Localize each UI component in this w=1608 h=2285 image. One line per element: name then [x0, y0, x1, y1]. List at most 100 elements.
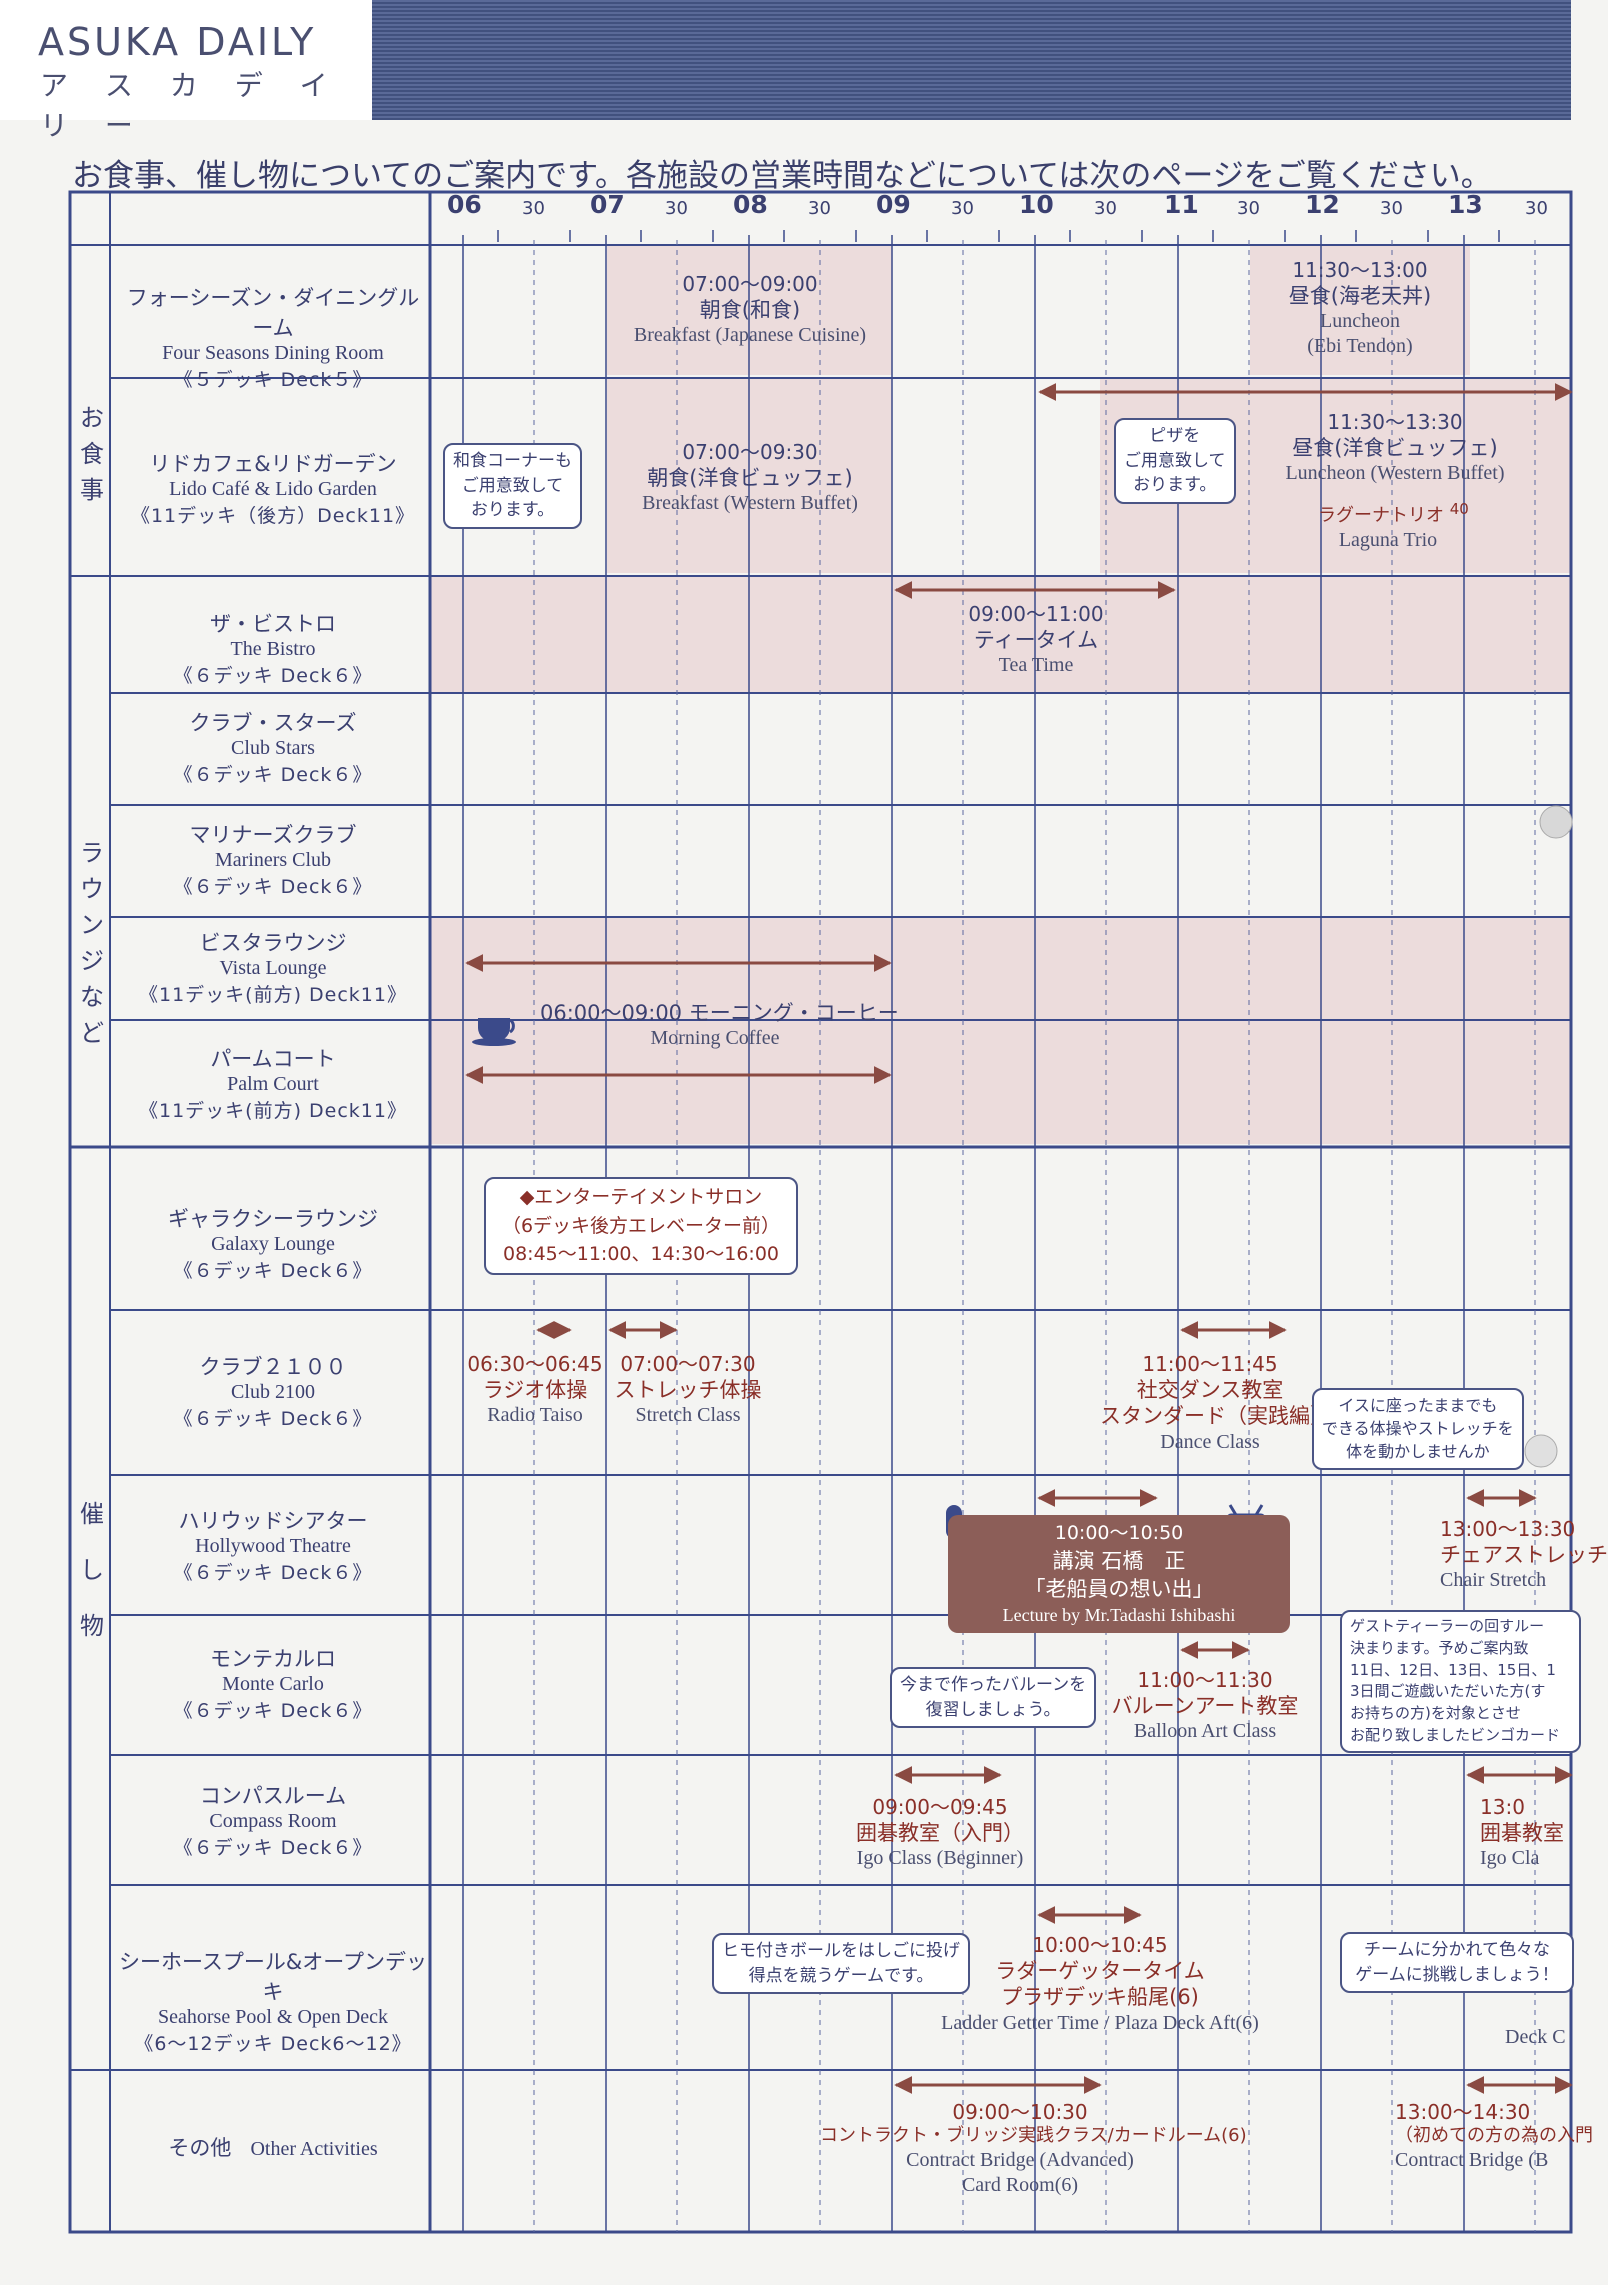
event-time: 11:30〜13:00 — [1292, 258, 1428, 282]
venue-jp: コンパスルーム — [199, 1784, 347, 1808]
event-en: Igo Class (Beginner) — [856, 1847, 1024, 1870]
event-fs-lunch: 11:30〜13:00 昼食(海老天丼) Luncheon (Ebi Tendo… — [1250, 258, 1470, 359]
event-subtitle: スタンダード（実践編） — [1100, 1404, 1331, 1429]
venue-en: Four Seasons Dining Room — [162, 342, 384, 364]
event-laguna-trio: ラグーナトリオ 40 Laguna Trio — [1318, 500, 1469, 553]
half-label: 30 — [1525, 198, 1548, 219]
event-en: Balloon Art Class — [1133, 1720, 1277, 1743]
venue-deck: 《６デッキ Deck６》 — [173, 876, 373, 898]
venue-en: Club 2100 — [231, 1381, 315, 1403]
venue-deck: 《６デッキ Deck６》 — [173, 1837, 373, 1859]
venue-galaxy-lounge: ギャラクシーラウンジ Galaxy Lounge 《６デッキ Deck６》 — [118, 1203, 428, 1283]
venue-deck: 《６デッキ Deck６》 — [173, 1700, 373, 1722]
event-en: Contract Bridge (Advanced) — [906, 2148, 1134, 2171]
event-title: ラダーゲッタータイム — [995, 1959, 1205, 1983]
half-label: 30 — [1094, 198, 1117, 219]
event-en: Radio Taiso — [487, 1404, 583, 1427]
venue-jp: リドカフェ&リドガーデン — [149, 452, 397, 476]
venue-en: Lido Café & Lido Garden — [169, 478, 377, 500]
event-deck-cut: Deck C — [1505, 2025, 1571, 2050]
hour-label-13: 13 — [1448, 190, 1483, 219]
venue-jp: ビスタラウンジ — [199, 931, 347, 955]
hour-label-10: 10 — [1019, 190, 1054, 219]
venue-en: Vista Lounge — [219, 957, 327, 979]
venue-deck: 《６デッキ Deck６》 — [173, 1562, 373, 1584]
salon-title: ◆エンターテイメントサロン — [519, 1186, 763, 1208]
event-contract-bridge: 09:00〜10:30 コントラクト・ブリッジ実践クラス/カードルーム(6) C… — [820, 2100, 1247, 2198]
venue-four-seasons: フォーシーズン・ダイニングルーム Four Seasons Dining Roo… — [118, 282, 428, 392]
event-title: ラグーナトリオ 40 — [1318, 500, 1469, 528]
half-label: 30 — [1380, 198, 1403, 219]
brand-kana: ア ス カ デ イ リ ー — [40, 69, 342, 142]
event-title: 昼食(洋食ビュッフェ) — [1292, 436, 1498, 460]
event-en: Stretch Class — [635, 1404, 741, 1427]
lecture-title: 講演 石橋 正 — [1052, 1548, 1186, 1573]
event-en: Igo Cla — [1480, 1847, 1540, 1870]
callout-team-games: チームに分かれて色々な ゲームに挑戦しましょう！ — [1340, 1932, 1574, 1994]
event-time: 07:00〜09:30 — [682, 440, 818, 464]
event-lido-lunch: 11:30〜13:30 昼食(洋食ビュッフェ) Luncheon (Wester… — [1250, 410, 1540, 486]
venue-jp: フォーシーズン・ダイニングルーム — [126, 286, 420, 340]
coffee-cup-icon — [472, 1018, 516, 1046]
event-time: 11:00〜11:45 — [1142, 1352, 1278, 1376]
event-time: 09:00〜09:45 — [872, 1795, 1008, 1819]
event-title: 社交ダンス教室 — [1136, 1378, 1284, 1402]
event-time: 09:00〜10:30 — [952, 2100, 1088, 2124]
dining-shading — [430, 245, 1571, 1144]
venue-monte-carlo: モンテカルロ Monte Carlo 《６デッキ Deck６》 — [118, 1643, 428, 1723]
event-en: Deck C — [1505, 2026, 1566, 2048]
venue-jp: シーホースプール&オープンデッキ — [118, 1950, 428, 2004]
venue-deck: 《11デッキ(前方) Deck11》 — [139, 984, 407, 1006]
event-en: Dance Class — [1160, 1430, 1260, 1453]
event-bistro-tea: 09:00〜11:00 ティータイム Tea Time — [900, 602, 1172, 678]
venue-hollywood-theatre: ハリウッドシアター Hollywood Theatre 《６デッキ Deck６》 — [118, 1505, 428, 1585]
venue-en: Galaxy Lounge — [211, 1233, 335, 1255]
hour-label-11: 11 — [1164, 190, 1199, 219]
hour-label-07: 07 — [590, 190, 625, 219]
half-label: 30 — [808, 198, 831, 219]
lecture-banner: 10:00〜10:50 講演 石橋 正 「老船員の想い出」 Lecture by… — [948, 1515, 1290, 1633]
event-en: Laguna Trio — [1338, 528, 1438, 551]
venue-deck: 《6〜12デッキ Deck6〜12》 — [134, 2033, 412, 2055]
section-dining: お 食 事 — [80, 404, 104, 504]
event-en: (Ebi Tendon) — [1307, 335, 1413, 358]
lecture-time: 10:00〜10:50 — [1054, 1522, 1184, 1544]
event-time: 07:00〜07:30 — [620, 1352, 756, 1376]
event-chair-stretch: 13:00〜13:30 チェアストレッチ Chair Stretch — [1440, 1517, 1608, 1593]
intro-text: お食事、催し物についてのご案内です。各施設の営業時間などについては次のページをご… — [72, 158, 1492, 194]
hour-label-12: 12 — [1305, 190, 1340, 219]
trio-num: 40 — [1449, 500, 1469, 518]
venue-jp: ハリウッドシアター — [178, 1509, 368, 1533]
venue-en: Seahorse Pool & Open Deck — [158, 2006, 388, 2028]
lecture-en: Lecture by Mr.Tadashi Ishibashi — [1002, 1605, 1236, 1626]
event-title: 06:00〜09:00 モーニング・コーヒー — [540, 1001, 899, 1025]
hour-label-09: 09 — [876, 190, 911, 219]
event-dance: 11:00〜11:45 社交ダンス教室 スタンダード（実践編） Dance Cl… — [1100, 1352, 1331, 1455]
event-title: 朝食(洋食ビュッフェ) — [647, 466, 853, 490]
venue-lido: リドカフェ&リドガーデン Lido Café & Lido Garden 《11… — [118, 448, 428, 528]
event-lido-breakfast: 07:00〜09:30 朝食(洋食ビュッフェ) Breakfast (Weste… — [612, 440, 888, 516]
venue-en: Mariners Club — [214, 849, 332, 871]
event-time: 13:0 — [1480, 1795, 1525, 1819]
event-title: ストレッチ体操 — [614, 1378, 762, 1402]
event-contract-bridge-beginner: 13:00〜14:30 （初めての方の為の入門 Contract Bridge … — [1395, 2100, 1593, 2173]
event-morning-coffee: 06:00〜09:00 モーニング・コーヒー Morning Coffee — [540, 1000, 899, 1051]
venue-palm-court: パームコート Palm Court 《11デッキ(前方) Deck11》 — [118, 1043, 428, 1123]
half-label: 30 — [951, 198, 974, 219]
venue-other: その他 Other Activities — [118, 2132, 428, 2162]
event-en: Contract Bridge (B — [1395, 2148, 1549, 2171]
hour-label-08: 08 — [733, 190, 768, 219]
event-time: 13:00〜14:30 — [1395, 2100, 1531, 2124]
brand-box: ASUKA DAILY ア ス カ デ イ リ ー — [0, 0, 372, 142]
venue-en: The Bistro — [230, 638, 316, 660]
event-title: ティータイム — [973, 628, 1099, 652]
event-en: Card Room(6) — [961, 2173, 1079, 2196]
event-stretch: 07:00〜07:30 ストレッチ体操 Stretch Class — [608, 1352, 768, 1428]
event-igo-afternoon: 13:0 囲碁教室 Igo Cla — [1480, 1795, 1571, 1871]
event-time: 09:00〜11:00 — [968, 602, 1104, 626]
venue-jp: その他 — [168, 2136, 232, 2160]
event-fs-breakfast: 07:00〜09:00 朝食(和食) Breakfast (Japanese C… — [612, 272, 888, 348]
venue-jp: マリナーズクラブ — [189, 823, 357, 847]
header-band: ASUKA DAILY ア ス カ デ イ リ ー — [0, 0, 1571, 142]
venue-en: Hollywood Theatre — [195, 1535, 351, 1557]
